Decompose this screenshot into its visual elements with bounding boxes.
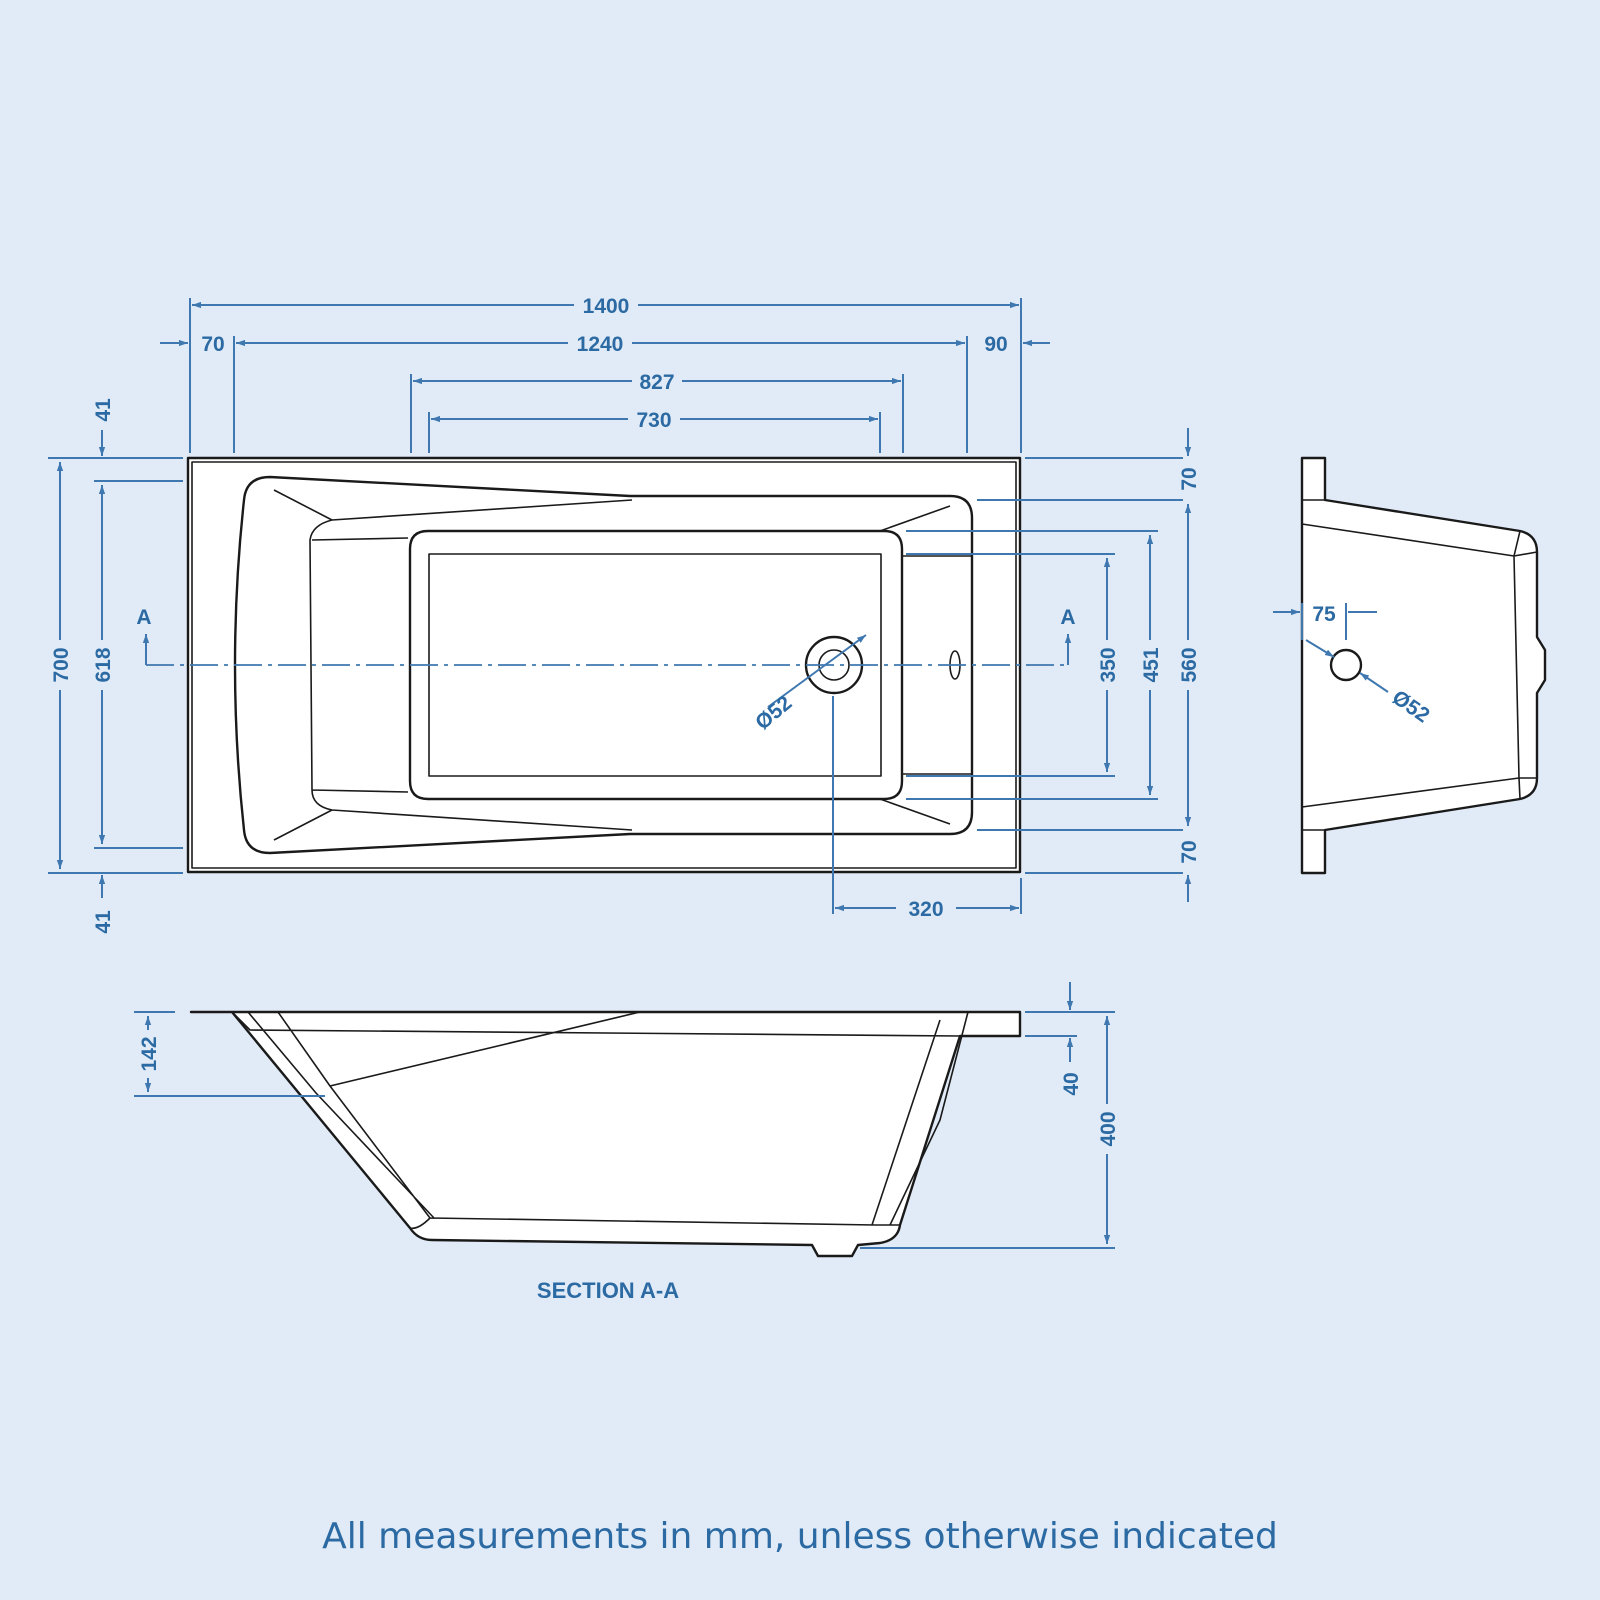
dim-top-rim-right: 70: [1178, 467, 1201, 490]
dim-backrest-drop: 142: [138, 1036, 161, 1071]
dim-waste-offset: 320: [908, 898, 943, 921]
section-inner-lines: [231, 1011, 969, 1230]
dim-base-length-outer: 827: [639, 371, 674, 394]
dim-rim-height: 40: [1060, 1072, 1083, 1095]
dim-overflow-offset: 75: [1312, 603, 1336, 626]
dim-overall-depth: 400: [1097, 1111, 1120, 1146]
dim-waste-leader: [767, 634, 867, 708]
foot-end-slope: [879, 505, 972, 825]
section-title: SECTION A-A: [537, 1278, 679, 1303]
plan-view: A A 1400 70 1240 90 827 730: [48, 295, 1201, 934]
dim-inner-width-right: 560: [1178, 647, 1201, 682]
dim-overall-width: 700: [50, 647, 73, 682]
extension-lines-left: [48, 457, 183, 874]
dim-inner-width-left: 618: [92, 647, 115, 682]
section-outline: [189, 1010, 1022, 1258]
section-view: 142 40 400 SECTION A-A: [134, 982, 1120, 1303]
dim-bottom-rim-right: 70: [1178, 840, 1201, 863]
end-view: 75 Ø52: [1273, 456, 1547, 875]
dim-base-length-inner: 730: [636, 409, 671, 432]
dim-base-width-inner: 350: [1097, 647, 1120, 682]
dim-top-rim-left: 41: [92, 398, 115, 422]
section-marker-right: A: [1060, 606, 1075, 629]
dim-overflow-leader-right: [1359, 672, 1389, 693]
overflow-circle: [1329, 648, 1363, 682]
dim-bottom-rim-left: 41: [92, 910, 115, 934]
end-view-outline: [1300, 456, 1547, 875]
dim-right-rim: 90: [984, 333, 1007, 356]
dim-overall-length: 1400: [583, 295, 630, 318]
extension-lines-right: [906, 457, 1183, 874]
dim-overflow-leader-left: [1305, 639, 1335, 658]
measurement-note: All measurements in mm, unless otherwise…: [322, 1516, 1278, 1557]
dim-inner-length: 1240: [577, 333, 624, 356]
end-view-inner-lines: [1301, 499, 1538, 831]
dim-base-width-outer: 451: [1140, 647, 1163, 682]
extension-lines-top: [189, 298, 1022, 453]
dim-left-rim: 70: [201, 333, 224, 356]
section-marker-left: A: [136, 606, 151, 629]
backrest-slope: [273, 489, 633, 841]
